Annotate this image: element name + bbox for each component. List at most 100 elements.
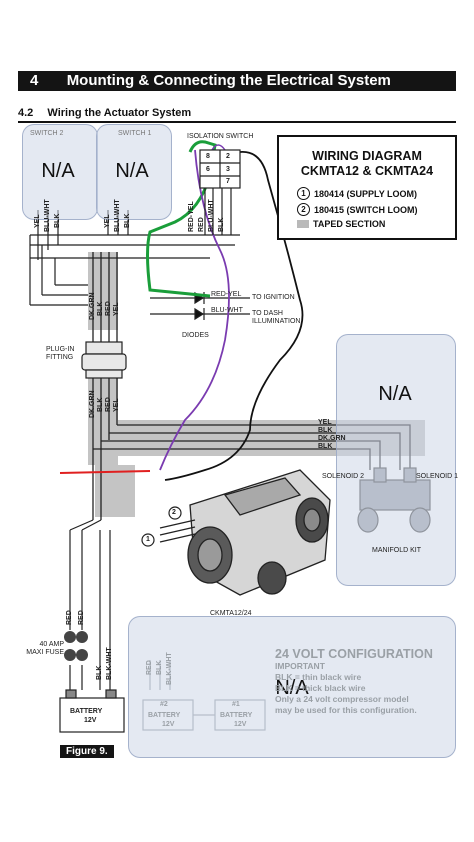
legend-item: TAPED SECTION bbox=[297, 219, 455, 229]
bundle-upper-label: DK.GRN bbox=[89, 292, 96, 320]
isolation-terminal: 3 bbox=[226, 166, 230, 173]
switch-2-label: SWITCH 2 bbox=[30, 130, 64, 137]
config24-battery1-num: #1 bbox=[232, 701, 240, 708]
section-number: 4 bbox=[30, 72, 39, 89]
diode-to-dash: TO DASH ILLUMINATION bbox=[252, 310, 301, 325]
switch-wire-label: YEL bbox=[104, 214, 111, 228]
bundle-upper-label: YEL bbox=[113, 302, 120, 316]
compressor-shape bbox=[159, 469, 331, 596]
taped-swatch bbox=[297, 220, 309, 228]
isolation-wire-label: RED-YEL bbox=[188, 201, 195, 232]
legend-item: 2 180415 (SWITCH LOOM) bbox=[297, 203, 455, 216]
config24-line1: BLK = thin black wire bbox=[275, 672, 362, 682]
config24-line2: BLK = thick black wire bbox=[275, 683, 366, 693]
section-title: Mounting & Connecting the Electrical Sys… bbox=[66, 72, 391, 89]
diode-label-red-yel: RED-YEL bbox=[211, 291, 242, 298]
green-wire-annotation bbox=[146, 140, 217, 298]
isolation-terminal: 6 bbox=[206, 166, 210, 173]
diodes-label: DIODES bbox=[182, 332, 209, 339]
red-marker-line bbox=[59, 470, 151, 474]
na-label: N/A bbox=[41, 160, 75, 182]
config24-battery2-label: BATTERY bbox=[148, 712, 181, 719]
manifold-wire-label: BLK bbox=[318, 443, 333, 450]
na-label: N/A bbox=[275, 677, 309, 699]
loom-marker-circles bbox=[141, 506, 182, 547]
battery-wires bbox=[69, 519, 111, 690]
isolation-wire-label: BLK bbox=[218, 217, 225, 232]
legend-item-text: 180415 (SWITCH LOOM) bbox=[314, 204, 418, 215]
bundle-lower-label: RED bbox=[105, 397, 112, 412]
bundle-upper-label: RED bbox=[105, 301, 112, 316]
config24-wire-label: BLK bbox=[156, 660, 163, 675]
switch-wire-label: BLU-WHT bbox=[44, 199, 51, 232]
na-overlay-switch-1 bbox=[96, 124, 172, 220]
legend-item: 1 180414 (SUPPLY LOOM) bbox=[297, 187, 455, 200]
battery-wire-label: RED bbox=[78, 610, 85, 625]
fuse-label: 40 AMP MAXI FUSE bbox=[26, 641, 64, 656]
config24-line3: Only a 24 volt compressor model bbox=[275, 694, 409, 704]
isolation-terminal: 8 bbox=[206, 153, 210, 160]
battery-wire-label: RED bbox=[66, 610, 73, 625]
switch-wire-label: BLU-WHT bbox=[114, 199, 121, 232]
config24-line4: may be used for this configuration. bbox=[275, 705, 417, 715]
manifold-wire-label: YEL bbox=[318, 419, 332, 426]
switch-wire-label: YEL bbox=[34, 214, 41, 228]
legend-subtitle: CKMTA12 & CKMTA24 bbox=[300, 164, 434, 178]
na-overlay-switch-2 bbox=[22, 124, 98, 220]
purple-wire-annotation bbox=[159, 149, 230, 471]
isolation-wire-label: RED bbox=[198, 217, 205, 232]
bundle-lower-label: YEL bbox=[113, 398, 120, 412]
na-label: N/A bbox=[115, 160, 149, 182]
switch-wire-label: BLK bbox=[54, 213, 61, 228]
battery-voltage: 12V bbox=[84, 717, 97, 724]
subsection-number: 4.2 bbox=[18, 107, 34, 119]
config24-battery1-label: BATTERY bbox=[220, 712, 253, 719]
bundle-lower-label: BLK bbox=[97, 397, 104, 412]
manifold-wire-label: BLK bbox=[318, 427, 333, 434]
bundle-upper bbox=[92, 252, 118, 345]
battery-label: BATTERY bbox=[70, 708, 103, 715]
isolation-switch-shape bbox=[199, 149, 241, 189]
legend-item-number: 2 bbox=[297, 203, 310, 216]
loom-marker-number: 1 bbox=[146, 536, 150, 543]
switch-wire-label: BLK bbox=[124, 213, 131, 228]
wiring-diagram-legend: WIRING DIAGRAM CKMTA12 & CKMTA24 1 18041… bbox=[277, 135, 457, 240]
subsection-header: 4.2 Wiring the Actuator System bbox=[18, 107, 456, 123]
loom-marker-number: 2 bbox=[172, 509, 176, 516]
legend-taped-label: TAPED SECTION bbox=[313, 219, 386, 229]
config24-battery2-voltage: 12V bbox=[162, 721, 175, 728]
manifold-kit-label: MANIFOLD KIT bbox=[372, 547, 422, 554]
legend-title: WIRING DIAGRAM bbox=[312, 149, 422, 163]
section-header: 4 Mounting & Connecting the Electrical S… bbox=[18, 71, 456, 91]
isolation-switch-label: ISOLATION SWITCH bbox=[187, 133, 254, 140]
battery-wire-label: BLK bbox=[96, 665, 103, 680]
config24-wire-label: RED bbox=[146, 660, 153, 675]
plug-in-fitting-label: PLUG-IN FITTING bbox=[46, 346, 75, 361]
black-wire-annotation bbox=[164, 151, 304, 481]
config24-important: IMPORTANT bbox=[275, 661, 325, 671]
config24-title: 24 VOLT CONFIGURATION bbox=[275, 647, 433, 661]
switch-1-label: SWITCH 1 bbox=[118, 130, 152, 137]
bundle-lower-label: DK.GRN bbox=[89, 390, 96, 418]
battery-wire-label: BLK-WHT bbox=[106, 647, 113, 680]
solenoid-2-label: SOLENOID 2 bbox=[322, 473, 365, 480]
compressor-label: CKMTA12/24 bbox=[210, 610, 252, 617]
na-overlay-manifold bbox=[336, 334, 456, 586]
manifold-wire-label: DK.GRN bbox=[318, 435, 346, 442]
na-label: N/A bbox=[378, 383, 412, 405]
subsection-title: Wiring the Actuator System bbox=[47, 107, 192, 119]
bundle-upper-label: BLK bbox=[97, 301, 104, 316]
plug-in-fitting-shape bbox=[81, 341, 127, 379]
config24-battery2-num: #2 bbox=[160, 701, 168, 708]
config24-battery1-voltage: 12V bbox=[234, 721, 247, 728]
diode-label-blu-wht: BLU-WHT bbox=[211, 307, 243, 314]
solenoid-1-label: SOLENOID 1 bbox=[416, 473, 459, 480]
isolation-terminal: 7 bbox=[226, 178, 230, 185]
isolation-terminal: 2 bbox=[226, 153, 230, 160]
isolation-wire-label: BLU-WHT bbox=[208, 199, 215, 232]
fuse-shape bbox=[64, 631, 88, 661]
diode-to-ignition: TO IGNITION bbox=[252, 294, 295, 301]
legend-item-text: 180414 (SUPPLY LOOM) bbox=[314, 188, 418, 199]
figure-label: Figure 9. bbox=[60, 745, 114, 758]
battery-shape bbox=[59, 689, 125, 733]
